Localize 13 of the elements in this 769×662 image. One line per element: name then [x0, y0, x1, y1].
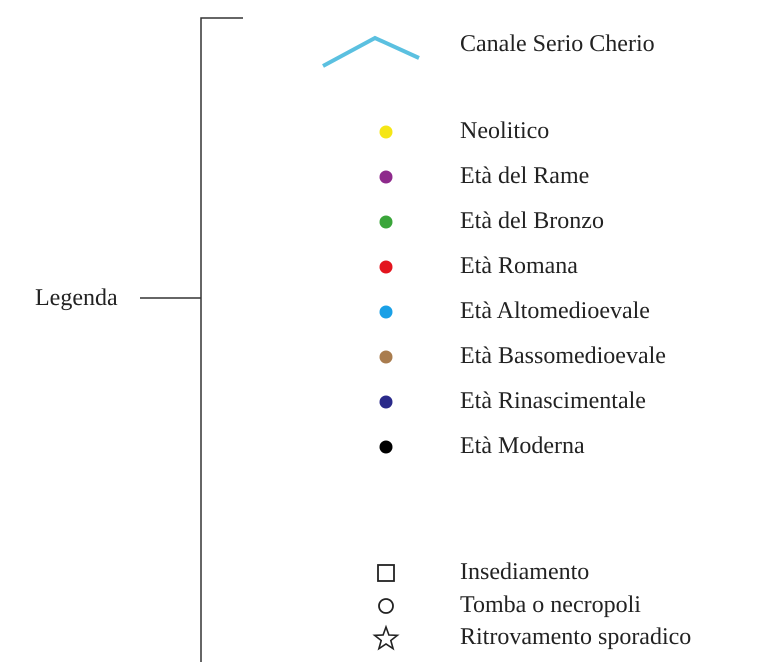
legend-text: Insediamento — [460, 558, 590, 586]
legend-text: Età Bassomedioevale — [460, 342, 666, 370]
legend-text: Età Altomedioevale — [460, 297, 650, 325]
legend-text: Tomba o necropoli — [460, 591, 641, 619]
legend-text: Neolitico — [460, 117, 550, 145]
legend-heading: Legenda — [35, 284, 118, 312]
legend-text: Età Romana — [460, 252, 578, 280]
legend-text: Ritrovamento sporadico — [460, 623, 692, 651]
legend-text: Canale Serio Cherio — [460, 30, 655, 58]
legend-text: Età del Rame — [460, 162, 590, 190]
legend-text: Età Rinascimentale — [460, 387, 646, 415]
legend-text: Età del Bronzo — [460, 207, 604, 235]
legend-text: Età Moderna — [460, 432, 585, 460]
